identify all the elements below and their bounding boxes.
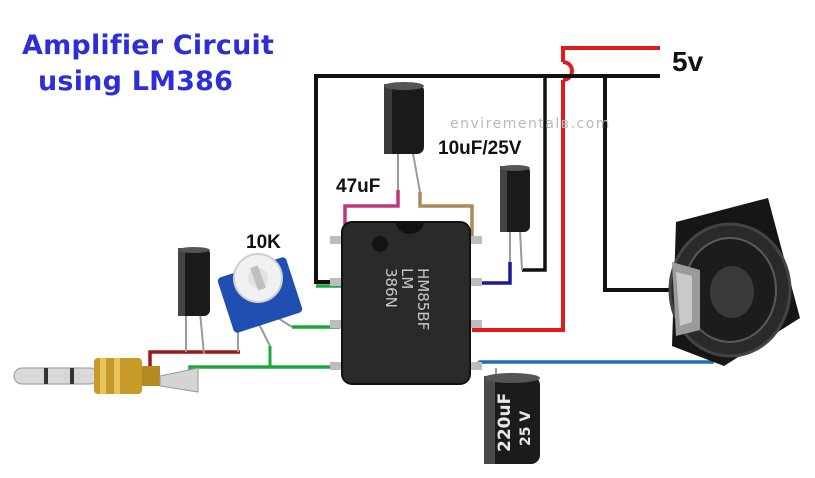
title-line-2: using LM386 [38,66,234,97]
ground-wire-cap [522,76,547,272]
speaker [668,198,800,366]
capacitor-47uf [384,82,424,193]
gain-wire-tan [418,192,474,238]
cap-10uf-label: 10uF/25V [438,138,522,159]
supply-voltage-label: 5v [672,46,704,77]
ground-wire-speaker [603,76,695,292]
chip-marking-line2: HM85BF [414,268,432,330]
chip-marking-line1: LM [398,268,416,289]
supply-wire-hop [562,60,574,82]
potentiometer-10k [217,253,303,352]
cap-220uf-voltage: 25 V [518,411,534,446]
capacitor-220uf: 220uF 25 V [484,368,540,464]
title-line-1: Amplifier Circuit [22,30,275,61]
cap-220uf-value: 220uF [495,393,515,452]
capacitor-10uf [500,165,530,271]
cap-47uf-label: 47uF [336,176,381,197]
capacitor-input [178,247,210,355]
chip-marking-line3: 386N [382,268,400,308]
pot-10k-label: 10K [246,232,281,253]
gain-wire-purple [343,190,400,238]
supply-wire-red-down [472,80,565,332]
bypass-wire-navy [472,262,512,285]
audio-jack [13,358,199,394]
supply-wire-red [561,46,660,62]
ground-wire-top [314,74,660,284]
watermark: envirementalв.com [450,116,611,132]
lm386-chip: LM HM85BF 386N [330,221,482,385]
signal-wire-green-c [188,365,340,382]
